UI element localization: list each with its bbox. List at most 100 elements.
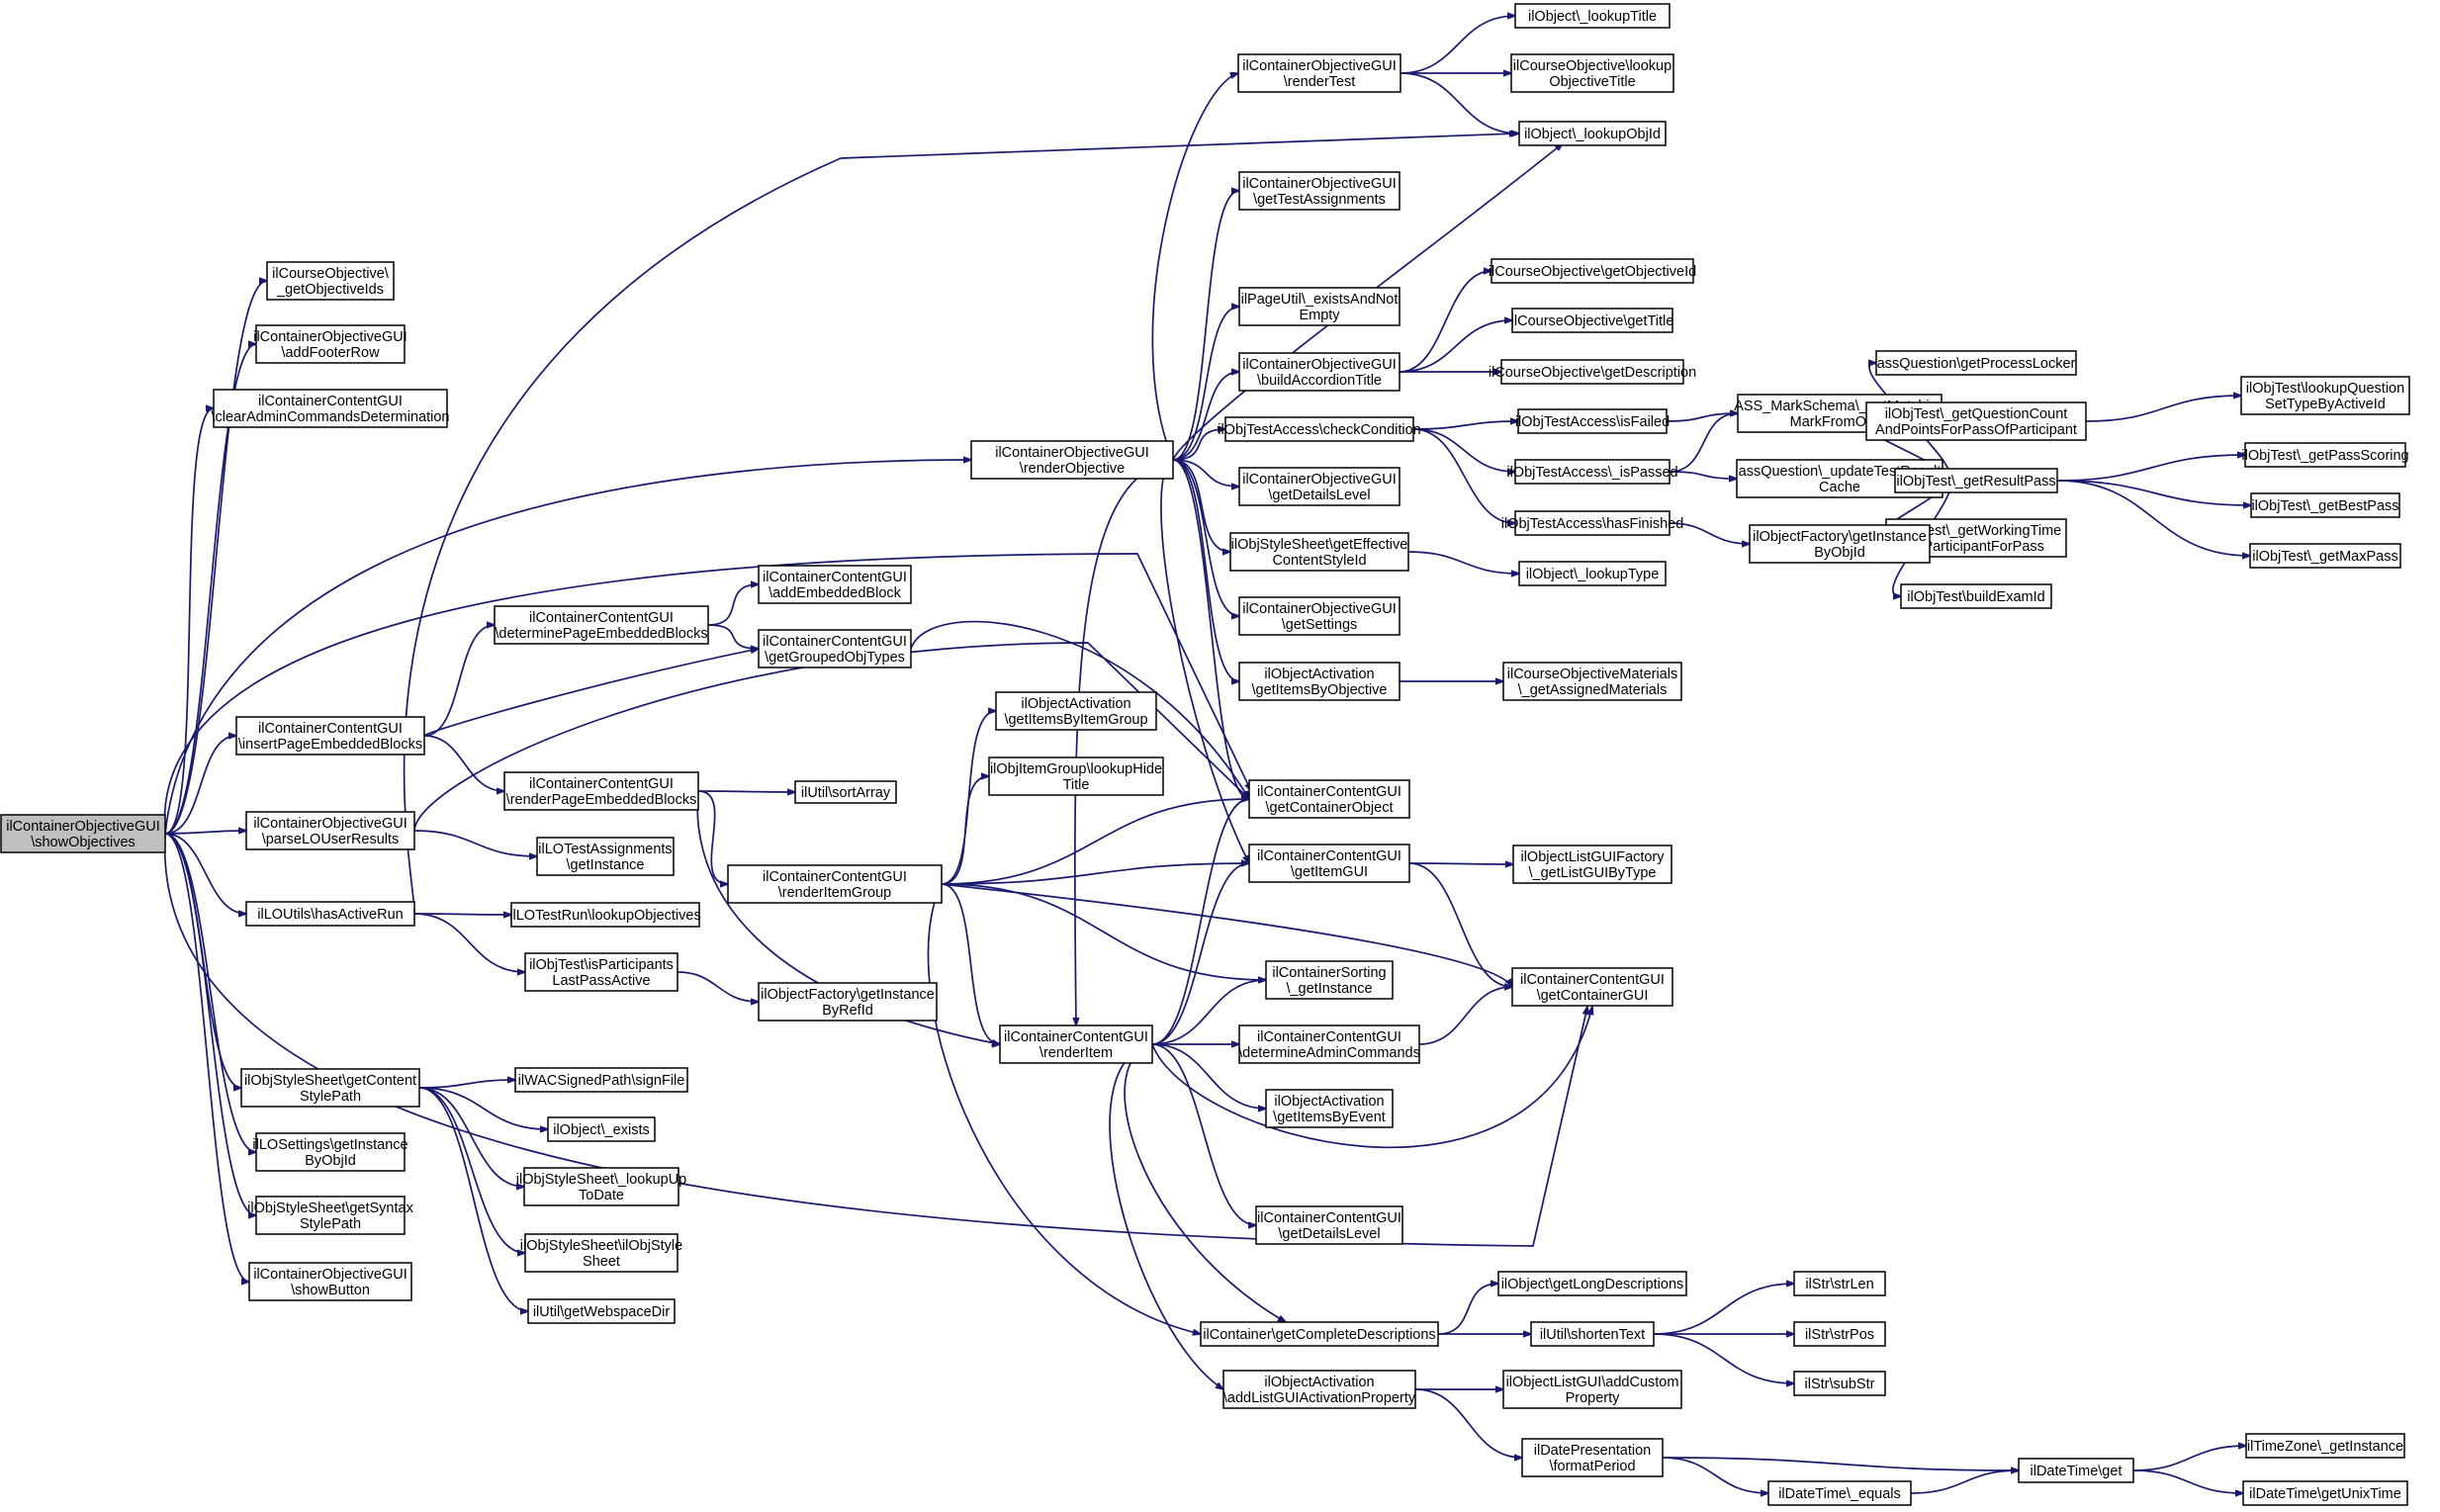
node-box (494, 605, 709, 645)
node-n3[interactable]: ilContainerContentGUI\clearAdminCommands… (212, 389, 450, 428)
node-n32[interactable]: ilContainerObjectiveGUI\buildAccordionTi… (1238, 352, 1401, 392)
node-n65[interactable]: ilContainerContentGUI\getContainerGUI (1511, 967, 1673, 1007)
node-n82[interactable]: ilDateTime\getUnixTime (2242, 1480, 2408, 1506)
node-n34[interactable]: ilCourseObjective\getTitle (1511, 308, 1674, 333)
node-n61[interactable]: ilContainerContentGUI\getContainerObject (1248, 779, 1410, 819)
edge-n76-n78 (1414, 1388, 1522, 1458)
node-label: \buildAccordionTitle (1257, 373, 1382, 389)
node-n8[interactable]: ilContainerContentGUI\insertPageEmbedded… (235, 716, 425, 756)
edge-n0-n4 (164, 460, 971, 835)
node-box (2250, 492, 2400, 518)
node-box (995, 691, 1157, 731)
node-n73[interactable]: ilStr\strLen (1793, 1271, 1886, 1296)
node-label: ilContainerContentGUI (1257, 1210, 1401, 1226)
node-n63[interactable]: ilObjectListGUIFactory\_getListGUIByType (1512, 845, 1672, 884)
edge-n0-n24 (164, 833, 256, 1215)
node-n14[interactable]: ilLOTestRun\lookupObjectives (509, 902, 701, 928)
node-n48[interactable]: ilObjTest\_getMaxPass (2249, 543, 2401, 569)
node-n36[interactable]: ilObjTestAccess\checkCondition (1218, 416, 1421, 442)
node-n71[interactable]: ilContainer\getCompleteDescriptions (1200, 1321, 1439, 1347)
node-n1[interactable]: ilCourseObjective\_getObjectiveIds (266, 261, 395, 301)
node-n80[interactable]: ilDateTime\_equals (1767, 1480, 1912, 1506)
node-n57[interactable]: ilCourseObjectiveMaterials\_getAssignedM… (1502, 662, 1682, 701)
node-n37[interactable]: ilObjTestAccess\isFailed (1515, 408, 1670, 434)
node-label: ilContainerObjectiveGUI (253, 329, 407, 345)
node-n67[interactable]: ilContainerContentGUI\determineAdminComm… (1238, 1024, 1420, 1064)
node-n42[interactable]: assQuestion\getProcessLocker (1875, 350, 2077, 376)
node-n7[interactable]: ilContainerContentGUI\getGroupedObjTypes (758, 629, 912, 668)
node-n35[interactable]: ilCourseObjective\getDescription (1489, 359, 1696, 385)
node-n4[interactable]: ilContainerObjectiveGUI\renderObjective (970, 440, 1174, 480)
node-n60[interactable]: ilContainerContentGUI\renderItemGroup (727, 864, 943, 904)
node-n72[interactable]: ilUtil\shortenText (1530, 1321, 1655, 1347)
node-n78[interactable]: ilDatePresentation\formatPeriod (1521, 1438, 1664, 1477)
node-n50[interactable]: ilObjTest\buildExamId (1900, 583, 2052, 609)
node-n75[interactable]: ilStr\subStr (1793, 1371, 1886, 1396)
node-n38[interactable]: ilObjTestAccess\_isPassed (1506, 459, 1678, 485)
node-n12[interactable]: ilLOTestAssignments\getInstance (536, 837, 675, 876)
node-n76[interactable]: ilObjectActivation\addListGUIActivationP… (1222, 1370, 1416, 1409)
edge-n4-n31 (1172, 307, 1239, 461)
node-n30[interactable]: ilContainerObjectiveGUI\getTestAssignmen… (1238, 171, 1401, 211)
node-n25[interactable]: ilContainerObjectiveGUI\showButton (248, 1262, 412, 1301)
node-n68[interactable]: ilObjectActivation\getItemsByEvent (1265, 1089, 1394, 1128)
node-n21[interactable]: ilObjStyleSheet\ilObjStyleSheet (520, 1233, 682, 1273)
edge-n60-n61 (941, 799, 1249, 885)
node-n5[interactable]: ilContainerContentGUI\determinePageEmbed… (494, 605, 709, 645)
node-n27[interactable]: ilObject\_lookupTitle (1514, 3, 1671, 29)
node-n11[interactable]: ilContainerObjectiveGUI\parseLOUserResul… (245, 811, 415, 850)
node-n26[interactable]: ilContainerObjectiveGUI\renderTest (1237, 53, 1401, 93)
node-n10[interactable]: ilUtil\sortArray (794, 780, 897, 804)
node-n64[interactable]: ilContainerSorting\_getInstance (1265, 960, 1394, 1000)
node-n39[interactable]: ilObjTestAccess\hasFinished (1501, 510, 1684, 536)
node-n19[interactable]: ilObject\_exists (547, 1116, 656, 1142)
node-label: OfParticipantForPass (1908, 539, 2044, 555)
node-n9[interactable]: ilContainerContentGUI\renderPageEmbedded… (503, 771, 699, 811)
node-n33[interactable]: ilCourseObjective\getObjectiveId (1489, 258, 1696, 284)
node-n56[interactable]: ilObjectActivation\getItemsByObjective (1238, 662, 1401, 701)
node-n44[interactable]: ilObjTest\lookupQuestionSetTypeByActiveI… (2240, 376, 2410, 415)
node-n54[interactable]: ilObject\_lookupType (1518, 561, 1667, 586)
node-label: \renderPageEmbeddedBlocks (506, 792, 697, 808)
node-n2[interactable]: ilContainerObjectiveGUI\addFooterRow (253, 324, 407, 364)
node-n18[interactable]: ilWACSignedPath\signFile (514, 1067, 688, 1093)
node-n55[interactable]: ilContainerObjectiveGUI\getSettings (1238, 596, 1401, 636)
node-n58[interactable]: ilObjectActivation\getItemsByItemGroup (995, 691, 1157, 731)
node-box (1265, 960, 1394, 1000)
node-n29[interactable]: ilObject\_lookupObjId (1518, 121, 1667, 146)
node-n79[interactable]: ilDateTime\get (2018, 1458, 2134, 1483)
node-n62[interactable]: ilContainerContentGUI\getItemGUI (1248, 844, 1410, 883)
node-n6[interactable]: ilContainerContentGUI\addEmbeddedBlock (758, 565, 912, 604)
edge-n4-n62 (1160, 459, 1249, 863)
node-n46[interactable]: ilObjTest\_getPassScoring (2241, 442, 2409, 468)
node-n22[interactable]: ilUtil\getWebspaceDir (527, 1298, 676, 1324)
node-n74[interactable]: ilStr\strPos (1793, 1321, 1886, 1347)
node-box (1518, 121, 1667, 146)
node-n69[interactable]: ilContainerContentGUI\getDetailsLevel (1255, 1205, 1403, 1245)
node-n43[interactable]: ilObjTest\_getQuestionCountAndPointsForP… (1865, 401, 2087, 441)
node-label: \getItemGUI (1291, 864, 1368, 880)
node-label: Sheet (583, 1254, 620, 1270)
node-n66[interactable]: ilContainerContentGUI\renderItem (999, 1024, 1153, 1064)
node-box (510, 902, 700, 928)
node-n52[interactable]: ilContainerObjectiveGUI\getDetailsLevel (1238, 467, 1401, 506)
node-n81[interactable]: ilTimeZone\_getInstance (2245, 1433, 2405, 1459)
node-n0[interactable]: ilContainerObjectiveGUI\showObjectives (0, 814, 166, 853)
node-n45[interactable]: ilObjTest\_getResultPass (1894, 468, 2058, 493)
node-n70[interactable]: ilObject\getLongDescriptions (1497, 1271, 1687, 1296)
node-n53[interactable]: ilObjStyleSheet\getEffectiveContentStyle… (1229, 532, 1409, 572)
node-n47[interactable]: ilObjTest\_getBestPass (2250, 492, 2400, 518)
node-label: ilUtil\shortenText (1540, 1327, 1645, 1343)
node-n13[interactable]: ilLOUtils\hasActiveRun (245, 901, 415, 927)
